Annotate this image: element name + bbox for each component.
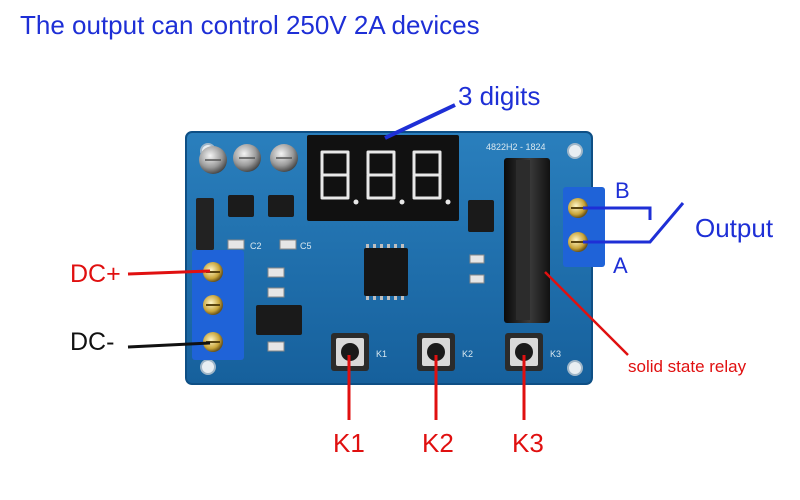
callout-terminal-a: A: [613, 253, 628, 278]
headline: The output can control 250V 2A devices: [20, 10, 480, 40]
callout-k2: K2: [422, 428, 454, 458]
silk-c5: C5: [300, 241, 312, 251]
callout-dc-minus: DC-: [70, 328, 115, 356]
button-k2: [417, 333, 455, 371]
callout-line-relay: [544, 271, 629, 356]
output-terminal-block: [563, 187, 605, 267]
callout-k1: K1: [333, 428, 365, 458]
output-switch-symbol: [583, 202, 685, 244]
dc-terminal-block: [192, 250, 244, 360]
callout-dc-plus: DC+: [70, 260, 121, 288]
callout-output: Output: [695, 213, 774, 243]
silk-c2: C2: [250, 241, 262, 251]
button-k1: [331, 333, 369, 371]
silk-k3: K3: [550, 349, 561, 359]
button-k3: [505, 333, 543, 371]
regulator: [196, 198, 214, 250]
silk-k1: K1: [376, 349, 387, 359]
optocoupler: [468, 200, 494, 232]
callout-line-dc-plus: [127, 269, 211, 276]
callout-line-dc-minus: [127, 341, 211, 349]
callout-relay: solid state relay: [628, 357, 747, 376]
microcontroller: [364, 248, 408, 296]
silk-k2: K2: [462, 349, 473, 359]
transistor-dc: [256, 305, 302, 335]
callout-terminal-b: B: [615, 178, 630, 203]
callout-digits: 3 digits: [458, 81, 541, 111]
silk-code: 4822H2 - 1824: [486, 142, 546, 152]
capacitors: [199, 144, 298, 174]
seven-segment-display: [307, 135, 459, 221]
callout-k3: K3: [512, 428, 544, 458]
callout-line-digits: [384, 103, 456, 140]
